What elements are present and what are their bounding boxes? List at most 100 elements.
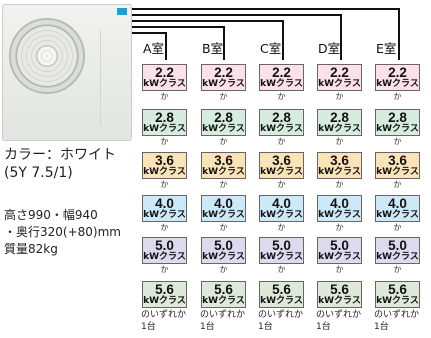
- refrigerant-pipe-line: [131, 14, 342, 60]
- room-label: B室: [202, 41, 224, 56]
- connector-word: か: [393, 137, 402, 146]
- capacity-unit: kWクラス: [318, 210, 361, 220]
- color-code: (5Y 7.5/1): [4, 165, 73, 181]
- capacity-unit: kWクラス: [376, 124, 419, 134]
- capacity-unit: kWクラス: [202, 124, 245, 134]
- capacity-unit: kWクラス: [143, 124, 186, 134]
- dimension-height-width: 高さ990・幅940: [4, 208, 98, 222]
- capacity-unit: kWクラス: [143, 296, 186, 306]
- footer-count-text: 1台: [374, 322, 389, 332]
- unit-weight: 質量82kg: [4, 242, 58, 256]
- capacity-unit: kWクラス: [318, 296, 361, 306]
- connector-word: か: [219, 92, 228, 101]
- connector-word: か: [160, 180, 169, 189]
- capacity-unit: kWクラス: [260, 296, 303, 306]
- connector-word: か: [160, 223, 169, 232]
- capacity-unit: kWクラス: [202, 252, 245, 262]
- capacity-value: 2.2: [330, 65, 349, 80]
- capacity-value: 2.8: [272, 110, 291, 125]
- capacity-value: 5.6: [272, 282, 291, 297]
- refrigerant-pipe-line: [131, 32, 167, 60]
- capacity-value: 5.0: [330, 238, 349, 253]
- capacity-value: 2.8: [330, 110, 349, 125]
- capacity-unit: kWクラス: [376, 210, 419, 220]
- connector-word: か: [160, 92, 169, 101]
- capacity-value: 5.0: [155, 238, 174, 253]
- capacity-value: 3.6: [155, 153, 174, 168]
- capacity-value: 2.8: [155, 110, 174, 125]
- room-label: D室: [318, 41, 341, 56]
- capacity-value: 4.0: [155, 196, 174, 211]
- capacity-value: 4.0: [330, 196, 349, 211]
- capacity-value: 5.6: [330, 282, 349, 297]
- connector-word: か: [219, 223, 228, 232]
- capacity-unit: kWクラス: [202, 210, 245, 220]
- capacity-unit: kWクラス: [260, 79, 303, 89]
- capacity-unit: kWクラス: [143, 252, 186, 262]
- capacity-value: 2.2: [272, 65, 291, 80]
- capacity-unit: kWクラス: [376, 296, 419, 306]
- refrigerant-pipe-line: [131, 26, 225, 60]
- capacity-unit: kWクラス: [260, 167, 303, 177]
- capacity-value: 2.8: [214, 110, 233, 125]
- footer-count-text: 1台: [316, 322, 331, 332]
- capacity-value: 4.0: [214, 196, 233, 211]
- capacity-unit: kWクラス: [202, 167, 245, 177]
- capacity-unit: kWクラス: [318, 79, 361, 89]
- connector-word: か: [277, 137, 286, 146]
- connector-word: か: [335, 265, 344, 274]
- capacity-value: 3.6: [388, 153, 407, 168]
- dimension-depth: ・奥行320(+80)mm: [4, 225, 121, 239]
- footer-choice-text: のいずれか: [200, 310, 246, 320]
- capacity-value: 3.6: [214, 153, 233, 168]
- capacity-value: 5.6: [388, 282, 407, 297]
- capacity-value: 2.8: [388, 110, 407, 125]
- outdoor-unit-fan: [9, 18, 85, 94]
- refrigerant-pipe-line: [131, 8, 400, 60]
- capacity-unit: kWクラス: [143, 167, 186, 177]
- capacity-value: 5.6: [155, 282, 174, 297]
- footer-choice-text: のいずれか: [316, 310, 362, 320]
- brand-logo-icon: [117, 8, 127, 15]
- connector-word: か: [335, 92, 344, 101]
- footer-choice-text: のいずれか: [141, 310, 187, 320]
- capacity-value: 5.6: [214, 282, 233, 297]
- connector-word: か: [393, 223, 402, 232]
- connector-word: か: [335, 223, 344, 232]
- footer-choice-text: のいずれか: [374, 310, 420, 320]
- connector-word: か: [335, 180, 344, 189]
- capacity-value: 5.0: [272, 238, 291, 253]
- color-label: カラー：ホワイト: [4, 147, 116, 163]
- capacity-value: 4.0: [272, 196, 291, 211]
- connector-word: か: [219, 180, 228, 189]
- connector-word: か: [393, 180, 402, 189]
- capacity-unit: kWクラス: [260, 252, 303, 262]
- capacity-unit: kWクラス: [143, 79, 186, 89]
- capacity-value: 4.0: [388, 196, 407, 211]
- connector-word: か: [277, 223, 286, 232]
